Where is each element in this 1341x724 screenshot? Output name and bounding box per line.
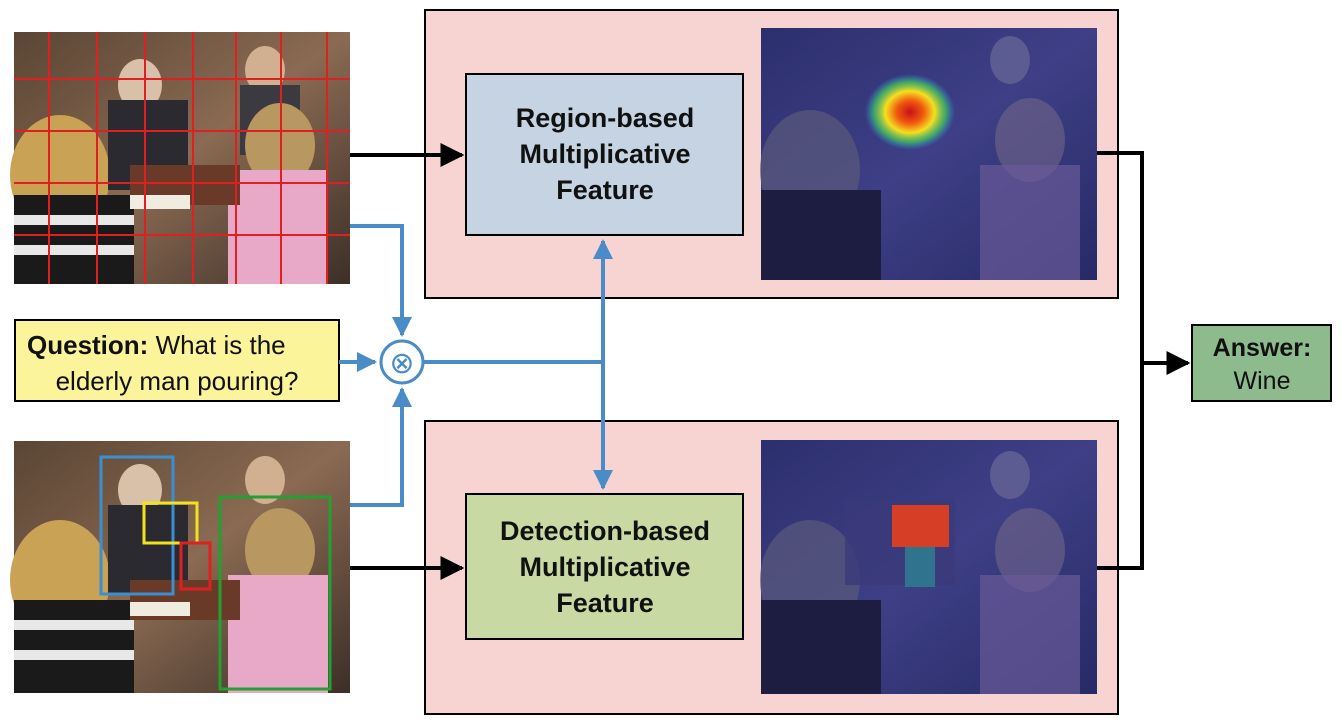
region-attention-image <box>760 28 1097 280</box>
region-module-box <box>465 73 744 236</box>
detection-module-line1: Detection-based <box>500 516 710 546</box>
input-image-grid <box>10 32 350 284</box>
answer-box <box>1191 324 1332 402</box>
answer-prefix: Answer: <box>1213 334 1312 362</box>
detection-module-line2: Multiplicative <box>519 552 690 582</box>
detection-module-box <box>465 493 744 640</box>
blue-arrow-bottom-image <box>350 387 412 507</box>
question-prefix: Question: <box>27 330 148 360</box>
question-line2: elderly man pouring? <box>56 366 299 396</box>
detection-module-line3: Feature <box>556 588 654 618</box>
answer-value: Wine <box>1234 367 1291 395</box>
question-line1: Question: What is the <box>27 330 286 360</box>
region-module-line3: Feature <box>556 175 654 205</box>
combine-symbol: ⊗ <box>389 346 414 381</box>
region-module-line2: Multiplicative <box>519 139 690 169</box>
connector-region-out <box>1097 151 1144 570</box>
blue-arrow-top-image <box>350 224 412 337</box>
detection-attention-image <box>760 440 1097 694</box>
attention-heatmap <box>865 74 955 150</box>
input-image-detections <box>10 441 350 693</box>
region-module-line1: Region-based <box>516 103 695 133</box>
question-text-part1: What is the <box>148 330 285 360</box>
detection-heat-box <box>892 505 949 547</box>
bbox-object-yellow <box>142 501 199 545</box>
question-box <box>14 319 340 402</box>
bbox-person-blue <box>99 455 175 596</box>
bbox-person-green <box>218 495 332 691</box>
bbox-bottle-red <box>179 541 212 591</box>
